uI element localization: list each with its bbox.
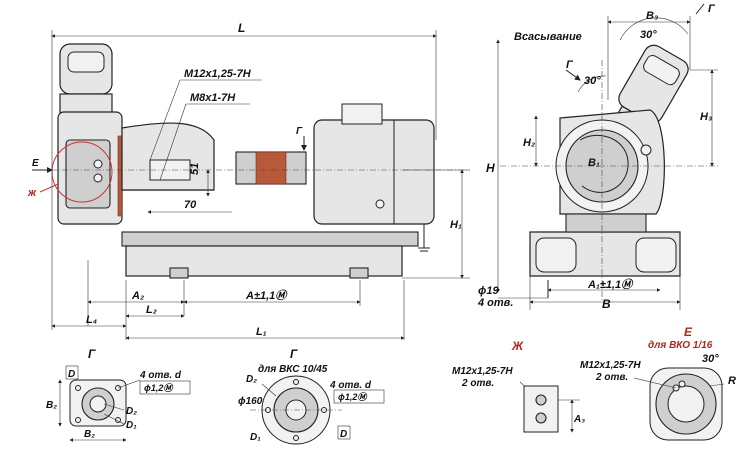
- dim-b1-label: B₁: [588, 157, 600, 169]
- detail-zh-thread: M12x1,25-7H: [452, 366, 513, 377]
- detail-g1: Г D B₂ B₂ D₂ D₁ 4 отв. d ϕ1,2Ⓜ: [46, 347, 191, 442]
- base-frame: [121, 231, 419, 247]
- detail-g2-holes: 4 отв. d: [329, 380, 372, 391]
- detail-g1-b2: B₂: [46, 400, 57, 411]
- detail-e-title: E: [684, 325, 693, 339]
- dim-h3-label: H₃: [700, 111, 712, 123]
- detail-g2-d1: D₁: [250, 432, 261, 443]
- suction-label: Всасывание: [514, 31, 582, 43]
- dim-l-label: L: [238, 21, 245, 35]
- dim-51-label: 51: [189, 163, 201, 175]
- detail-g2-subtitle: для ВКС 10/45: [258, 364, 328, 375]
- detail-e: E для ВКО 1/16 M12x1,25-7H 2 отв. 30° R: [580, 325, 736, 441]
- detail-g1-b2-bottom: B₂: [84, 429, 95, 440]
- detail-g1-tol: ϕ1,2Ⓜ: [144, 383, 174, 393]
- view-g-side-label: Г: [708, 3, 716, 15]
- view-g-side2-label: Г: [566, 59, 574, 71]
- dim-phi19-label: ϕ19: [478, 285, 499, 297]
- detail-zh: Ж M12x1,25-7H 2 отв. A₃: [452, 339, 585, 433]
- view-g-label: Г: [296, 126, 303, 137]
- detail-g1-d1: D₁: [126, 420, 137, 431]
- dim-b-label: B: [602, 297, 611, 311]
- dim-h2-label: H₂: [523, 137, 535, 149]
- dim-b3-label: B₃: [646, 10, 658, 22]
- thread-m8-label: M8x1-7H: [190, 92, 236, 104]
- detail-g2-d2: D₂: [246, 374, 257, 385]
- dim-l4-label: L₄: [86, 314, 97, 326]
- view-e-label: E: [32, 158, 39, 169]
- dim-a1-label: A₁±1,1Ⓜ: [587, 278, 634, 291]
- detail-zh-holes: 2 отв.: [461, 378, 494, 389]
- detail-g2-d: D: [340, 429, 347, 440]
- dim-l1-label: L₁: [256, 326, 267, 338]
- holes-4-label: 4 отв.: [477, 297, 513, 309]
- motor: [313, 119, 435, 225]
- detail-e-holes: 2 отв.: [595, 372, 628, 383]
- detail-g2: Г для ВКС 10/45 D₂ 4 отв. d ϕ1,2Ⓜ ϕ160 D…: [238, 347, 385, 445]
- detail-zh-a3: A₃: [573, 414, 585, 425]
- view-zh-label: ж: [27, 187, 37, 199]
- detail-e-angle: 30°: [702, 353, 719, 365]
- detail-g2-title: Г: [290, 347, 298, 361]
- angle-30a-label: 30°: [640, 29, 657, 41]
- main-view: M12x1,25-7H M8x1-7H 51 70 E ж Г H₁ A₂ A±…: [27, 21, 470, 340]
- dim-a-label: A±1,1Ⓜ: [245, 289, 288, 302]
- side-view: Всасывание B₃ Г 30° Г 30° H H₂ H₃ B₁ ϕ19…: [477, 3, 720, 311]
- dim-h-label: H: [486, 161, 495, 175]
- detail-g1-title: Г: [88, 347, 96, 361]
- thread-m12-label: M12x1,25-7H: [184, 68, 252, 80]
- detail-g2-tol: ϕ1,2Ⓜ: [338, 392, 368, 402]
- dim-l2-label: L₂: [146, 304, 157, 316]
- detail-g1-d: D: [68, 369, 75, 380]
- detail-e-thread: M12x1,25-7H: [580, 360, 641, 371]
- angle-30b-label: 30°: [584, 75, 601, 87]
- dim-70-label: 70: [184, 199, 197, 211]
- dim-h1-label: H₁: [450, 219, 462, 231]
- detail-e-subtitle: для ВКО 1/16: [648, 340, 713, 351]
- detail-e-r: R: [728, 375, 736, 387]
- detail-g1-d2: D₂: [126, 406, 137, 417]
- dim-a2-label: A₂: [131, 290, 144, 302]
- detail-g1-holes: 4 отв. d: [139, 370, 182, 381]
- detail-g2-phi160: ϕ160: [238, 396, 263, 407]
- detail-zh-title: Ж: [511, 339, 524, 353]
